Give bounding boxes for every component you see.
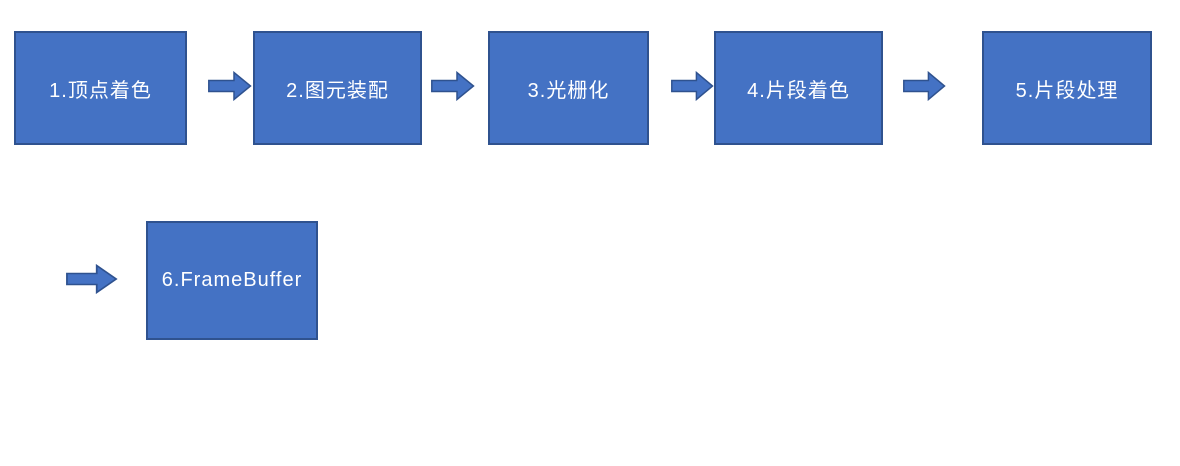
right-arrow-icon bbox=[66, 264, 118, 294]
right-arrow-icon bbox=[903, 71, 946, 101]
right-arrow-icon bbox=[208, 71, 252, 101]
flow-box-fragment-shading: 4.片段着色 bbox=[714, 31, 883, 145]
flow-box-rasterization: 3.光栅化 bbox=[488, 31, 649, 145]
right-arrow-icon bbox=[671, 71, 714, 101]
right-arrow-icon bbox=[431, 71, 475, 101]
flow-box-fragment-processing: 5.片段处理 bbox=[982, 31, 1152, 145]
flow-box-primitive-assembly: 2.图元装配 bbox=[253, 31, 422, 145]
flow-box-framebuffer: 6.FrameBuffer bbox=[146, 221, 318, 340]
flow-box-vertex-shading: 1.顶点着色 bbox=[14, 31, 187, 145]
